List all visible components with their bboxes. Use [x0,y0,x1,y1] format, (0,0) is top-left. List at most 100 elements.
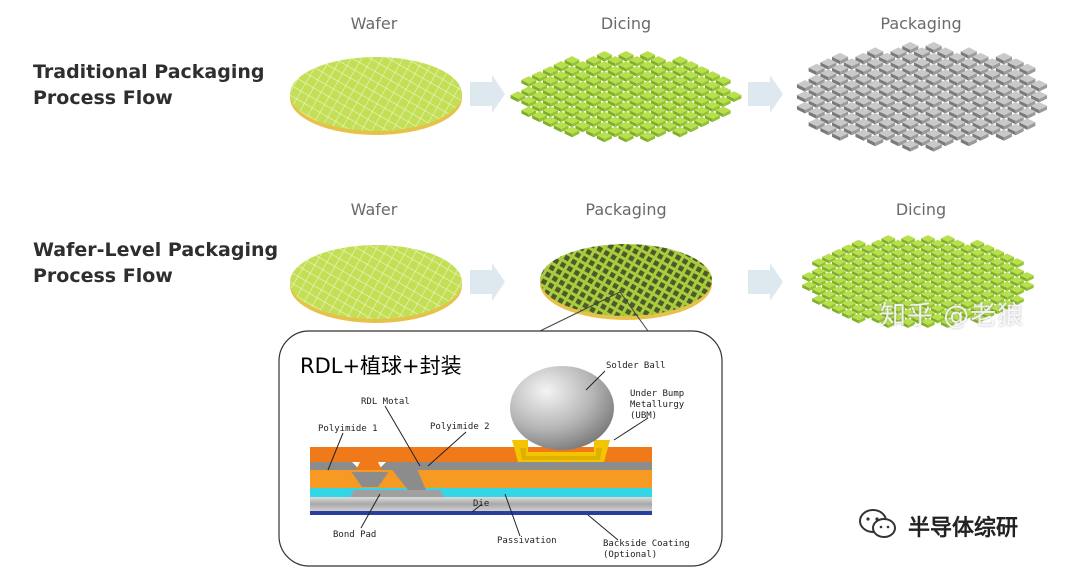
die-block [604,74,612,82]
chip-block [977,307,985,315]
die-block [694,86,710,94]
chip-block [841,262,856,270]
die-block [715,106,731,114]
die-block [640,74,648,82]
chip-block [898,280,906,287]
chip-block [881,318,896,325]
package-block [875,138,884,147]
chip-block [1000,272,1014,279]
die-block [607,110,616,118]
package-block [992,127,1001,136]
die-block [615,130,623,138]
chip-block [930,295,945,302]
die-block [553,61,569,69]
package-block [890,123,907,132]
chip-block [947,321,955,328]
package-block [820,127,829,136]
package-block [937,123,954,132]
chip-block [898,307,906,315]
package-block [910,133,919,141]
chip-block [871,252,879,259]
die-block [704,84,713,92]
chip-block [841,309,856,316]
chip-block [1020,275,1027,282]
chip-block [940,256,948,264]
package-block [913,73,922,81]
die-block [650,89,659,97]
package-block [820,91,837,99]
package-block [832,63,849,72]
die-block [694,120,702,128]
die-block [596,105,605,113]
chip-block [871,267,886,275]
die-block [650,76,666,84]
package-block [855,133,864,141]
die-block [640,125,648,133]
package-block [878,100,887,108]
die-block [618,105,626,113]
chip-block [898,298,906,305]
package-block [925,118,942,127]
package-block [949,129,966,138]
chip-block [822,253,836,261]
package-block [1007,58,1024,67]
chip-block [851,267,866,275]
package-block [1007,105,1016,114]
chip-block [950,304,965,312]
chip-block [911,258,925,265]
die-block [672,89,680,97]
chip-block [881,281,896,288]
die-block [629,89,637,97]
package-block [828,127,837,136]
die-block [593,89,602,97]
package-block [1007,95,1016,103]
package-block [972,67,981,76]
chip-block [990,248,1005,256]
arrow-icon [470,75,505,113]
chip-block [898,289,906,296]
die-block [564,116,580,124]
chip-block [937,243,945,250]
die-block [615,69,623,77]
package-block [820,123,837,132]
package-block [878,63,895,72]
package-block [925,96,942,105]
chip-block [980,266,988,273]
wafer-level-stage-wafer: Wafer [350,200,398,219]
chip-block [957,270,965,278]
package-block [933,56,942,65]
die-block [694,100,702,107]
die-block [694,96,710,104]
die-block [683,111,699,119]
die-block [586,66,602,74]
die-block [510,91,526,99]
chip-block [1000,299,1014,307]
die-block [629,66,645,74]
package-block [910,45,919,54]
package-block [902,52,919,61]
package-block [875,73,884,81]
chip-block [980,253,995,261]
chip-block [960,309,975,316]
die-block [672,96,688,104]
package-block [796,102,814,110]
chip-block [848,293,856,301]
package-block [1007,116,1016,125]
package-block [840,56,849,65]
die-block [607,79,616,87]
chip-block [977,261,985,268]
package-block [805,105,814,114]
chip-block [822,281,836,288]
package-block [902,122,911,130]
package-block [855,129,872,138]
chip-block [940,281,955,288]
chip-block [891,316,899,324]
package-block [925,85,942,94]
chip-block [822,262,836,270]
die-block [683,61,699,69]
die-block [694,66,710,74]
package-block [937,105,946,114]
package-block [840,78,849,87]
package-block [1007,73,1016,81]
chip-block [990,270,998,278]
